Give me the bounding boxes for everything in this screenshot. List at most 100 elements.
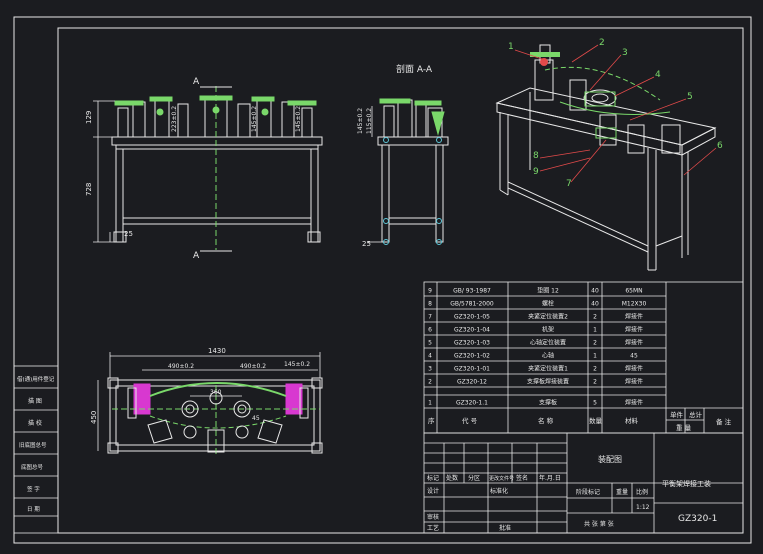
- bom-cell-qty: 2: [593, 340, 597, 347]
- dim-side-115: 115±0.2: [366, 108, 373, 134]
- section-mark-bottom: A: [193, 251, 200, 261]
- bom-header-c2: 总计: [689, 410, 703, 419]
- callout-9: 9: [533, 167, 539, 177]
- plan-view: 1430 490±0.2 490±0.2 145±0.2 360 450 45: [90, 347, 323, 455]
- bom-header-name: 名 称: [538, 416, 554, 425]
- bom-cell-name: 螺栓: [542, 300, 554, 308]
- bom-header-c1: 单件: [670, 410, 684, 419]
- bom-cell-code: GZ320-1-05: [454, 314, 490, 321]
- bom-cell-mat: 焊接件: [625, 378, 643, 386]
- bom-cell-name: 垫圈 12: [537, 287, 559, 295]
- bom-cell-name: 夹紧定位装置2: [528, 313, 568, 321]
- bom-header-c4: 备 注: [716, 417, 732, 426]
- title-block-grid: [423, 432, 744, 534]
- bom-cell-name: 心轴定位装置: [530, 339, 566, 347]
- bom-cell-code: GZ320-1-03: [454, 340, 490, 347]
- bom-cell-qty: 40: [591, 301, 599, 308]
- tb-sheet: 共 张 第 张: [584, 520, 614, 528]
- dim-side-25: 25: [362, 240, 371, 248]
- inner-border: [57, 27, 744, 534]
- outer-border: [13, 16, 752, 544]
- bom-cell-code: GZ320-1-04: [454, 327, 490, 334]
- bom-cell-no: 2: [428, 379, 432, 386]
- bom-cell-qty: 5: [593, 400, 597, 407]
- bom-cell-name: 夹紧定位装置1: [528, 365, 568, 373]
- bom-cell-qty: 1: [593, 327, 597, 334]
- dim-side-145: 145±0.2: [357, 108, 364, 134]
- tb-process: 工艺: [427, 524, 439, 532]
- bom-cell-qty: 1: [593, 353, 597, 360]
- dim-plan-360: 360: [210, 389, 222, 396]
- bom-cell-no: 3: [428, 366, 432, 373]
- dim-front-25: 25: [124, 230, 133, 238]
- bom-cell-mat: M12X30: [622, 301, 647, 308]
- dim-front-728: 728: [85, 183, 93, 196]
- bom-cell-code: GB/ 93-1987: [453, 288, 491, 295]
- tb-weight: 重量: [616, 488, 628, 496]
- bom-cell-mat: 焊接件: [625, 339, 643, 347]
- strip-1: 旧底图总号: [19, 441, 47, 449]
- dim-plan-45: 45: [252, 415, 260, 422]
- bom-header-qty: 数量: [589, 416, 603, 425]
- front-view: A A 129 728 25 223±0.2 145±0.2 145±0.2: [85, 77, 323, 261]
- section-mark-top: A: [193, 77, 200, 87]
- tb-date: 年.月.日: [539, 474, 561, 482]
- dim-plan-1430: 1430: [208, 347, 226, 355]
- dim-front-129: 129: [85, 111, 93, 124]
- dim-front-145b: 145±0.2: [295, 106, 302, 132]
- tb-scale: 1:12: [636, 504, 650, 511]
- dim-plan-490b: 490±0.2: [240, 363, 266, 370]
- left-strip-table: [13, 365, 59, 534]
- bom-cell-code: GZ320-1-01: [454, 366, 490, 373]
- tb-design: 设计: [427, 487, 439, 495]
- bom-cell-mat: 65MN: [625, 288, 642, 295]
- bom-cell-code: GZ320-12: [457, 379, 487, 386]
- callout-3: 3: [622, 48, 628, 58]
- bom-cell-qty: 2: [593, 366, 597, 373]
- tb-doc: 更改文件号: [489, 475, 514, 482]
- bom-cell-code: GZ320-1-02: [454, 353, 490, 360]
- drawing-title: 平衡架焊接工装: [662, 479, 711, 488]
- bom-header-code: 代 号: [462, 416, 478, 425]
- callout-4: 4: [655, 70, 661, 80]
- strip-mid-a: 描 图: [28, 397, 42, 405]
- tb-std: 标准化: [490, 487, 508, 495]
- dim-plan-450: 450: [90, 411, 98, 424]
- bom-cell-mat: 焊接件: [625, 326, 643, 334]
- callout-5: 5: [687, 92, 693, 102]
- bom-cell-name: 机架: [542, 326, 554, 334]
- bom-header-no: 序: [428, 416, 435, 425]
- side-view: 剖面 A-A 145±0.2 115±0.2: [357, 63, 449, 248]
- strip-3: 签 字: [27, 485, 40, 493]
- bom-cell-no: 9: [428, 288, 432, 295]
- tb-count: 处数: [446, 474, 458, 482]
- bom-cell-code: GZ320-1.1: [456, 400, 488, 407]
- bom-cell-code: GB/5781-2000: [450, 301, 494, 308]
- tb-approve: 批准: [499, 524, 511, 532]
- dim-plan-145: 145±0.2: [284, 361, 310, 368]
- callout-2: 2: [599, 38, 605, 48]
- callout-6: 6: [717, 141, 723, 151]
- dim-front-223: 223±0.2: [171, 106, 178, 132]
- bom-cell-name: 心轴: [542, 352, 554, 360]
- isometric-view: [495, 44, 717, 271]
- section-title: 剖面 A-A: [396, 63, 433, 75]
- bom-cell-no: 6: [428, 327, 432, 334]
- bom-cell-no: 7: [428, 314, 432, 321]
- bom-cell-qty: 2: [593, 379, 597, 386]
- strip-4: 日 期: [27, 506, 40, 513]
- bom-cell-qty: 2: [593, 314, 597, 321]
- bom-cell-no: 1: [428, 400, 432, 407]
- bom-cell-no: 4: [428, 353, 432, 360]
- tb-stage: 阶段标记: [576, 488, 600, 496]
- tb-mark: 标记: [427, 474, 439, 482]
- dim-front-145a: 145±0.2: [251, 106, 258, 132]
- tb-zone: 分区: [468, 474, 480, 482]
- bom-header-c3: 重 量: [676, 424, 692, 432]
- bom-cell-name: 支撑板: [539, 399, 557, 407]
- bom-cell-mat: 焊接件: [625, 313, 643, 321]
- strip-mid-b: 描 校: [28, 419, 42, 427]
- callout-7: 7: [566, 179, 572, 189]
